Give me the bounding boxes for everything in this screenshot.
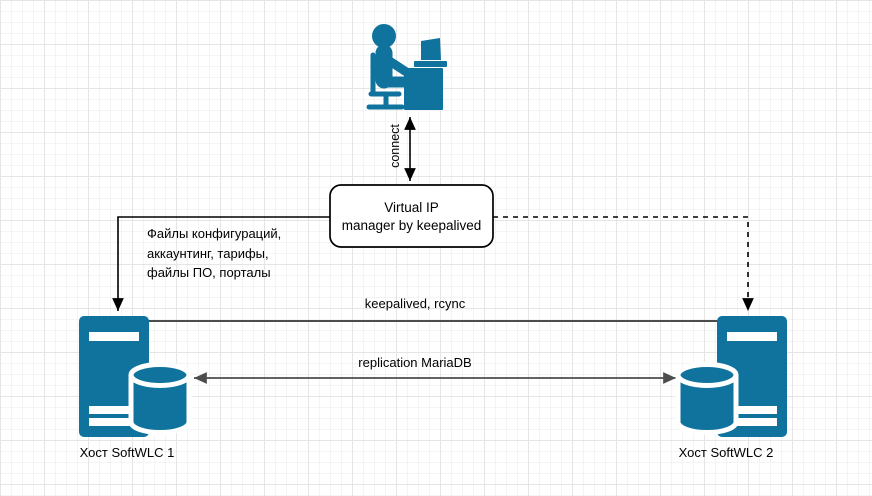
vip-box-label-line2: manager by keepalived: [341, 218, 482, 233]
edge-vip-to-host1: [112, 216, 330, 311]
vip-box-label: Virtual IP manager by keepalived: [330, 199, 493, 235]
database-cylinder: [128, 375, 192, 435]
host2-label: Хост SoftWLC 2: [678, 445, 774, 460]
edge-label-files-line2: аккаунтинг, тарифы,: [147, 245, 269, 261]
edge-label-keepalived: keepalived, rcync: [364, 296, 466, 311]
edge-label-connect: connect: [388, 124, 402, 168]
vip-box-shape: [329, 184, 494, 248]
edge-label-replication: replication MariaDB: [358, 355, 472, 370]
person-at-desk-icon: [366, 24, 447, 110]
edge-vip-to-host2: [493, 216, 754, 311]
database-cylinder: [675, 375, 739, 435]
server-database-icon-host2: [675, 316, 787, 437]
server-database-icon-host1: [79, 316, 192, 437]
vip-box-label-line1: Virtual IP: [384, 200, 439, 215]
edge-label-files-line3: файлы ПО, порталы: [147, 265, 271, 280]
host1-label: Хост SoftWLC 1: [79, 445, 175, 460]
edge-label-files-line1: Файлы конфигураций,: [147, 226, 282, 241]
edge-label-files: Файлы конфигураций, аккаунтинг, тарифы, …: [147, 224, 281, 283]
